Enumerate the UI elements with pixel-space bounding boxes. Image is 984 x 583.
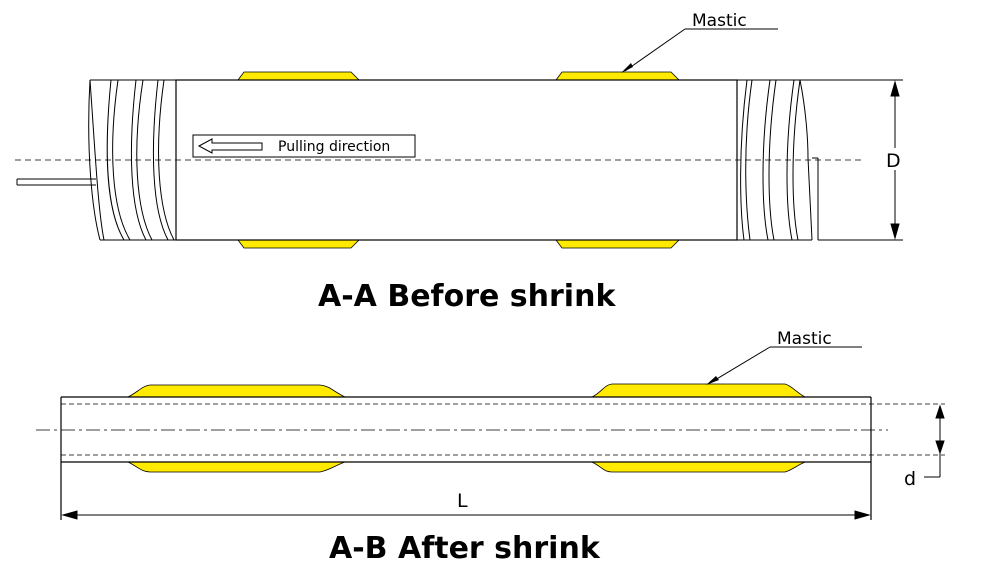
mastic-band-after-top-right: [591, 383, 807, 398]
mastic-band-top-right: [555, 71, 680, 81]
mastic-band-after-bottom-left: [127, 461, 346, 473]
mastic-band-after-top-left: [127, 384, 346, 398]
pulling-direction-label: Pulling direction: [278, 139, 390, 155]
mastic-label-before: Mastic: [692, 11, 747, 31]
mastic-band-bottom-left: [237, 239, 360, 249]
mastic-label-after: Mastic: [777, 329, 832, 349]
mastic-band-after-bottom-right: [591, 461, 806, 473]
after-shrink-title: A-B After shrink: [329, 531, 601, 566]
dimension-label-D: D: [886, 150, 901, 172]
before-shrink-title: A-A Before shrink: [318, 279, 616, 314]
tube-body-after: [60, 396, 872, 520]
spiral-core-left: [88, 79, 176, 241]
dimension-d: [924, 404, 945, 478]
spiral-core-right: [737, 79, 819, 241]
arrow-left-icon: [197, 138, 263, 154]
dimension-L: [61, 510, 871, 520]
before-shrink-view: Pulling direction Mastic D A-A Before sh…: [15, 11, 906, 314]
dimension-label-d: d: [904, 468, 916, 490]
mastic-band-bottom-right: [555, 239, 680, 249]
mastic-band-top-left: [237, 71, 360, 81]
after-shrink-view: Mastic d L A-B After shrink: [36, 329, 945, 566]
pull-cord: [16, 178, 96, 186]
pulling-direction-box: [192, 134, 416, 158]
dimension-label-L: L: [457, 490, 468, 512]
